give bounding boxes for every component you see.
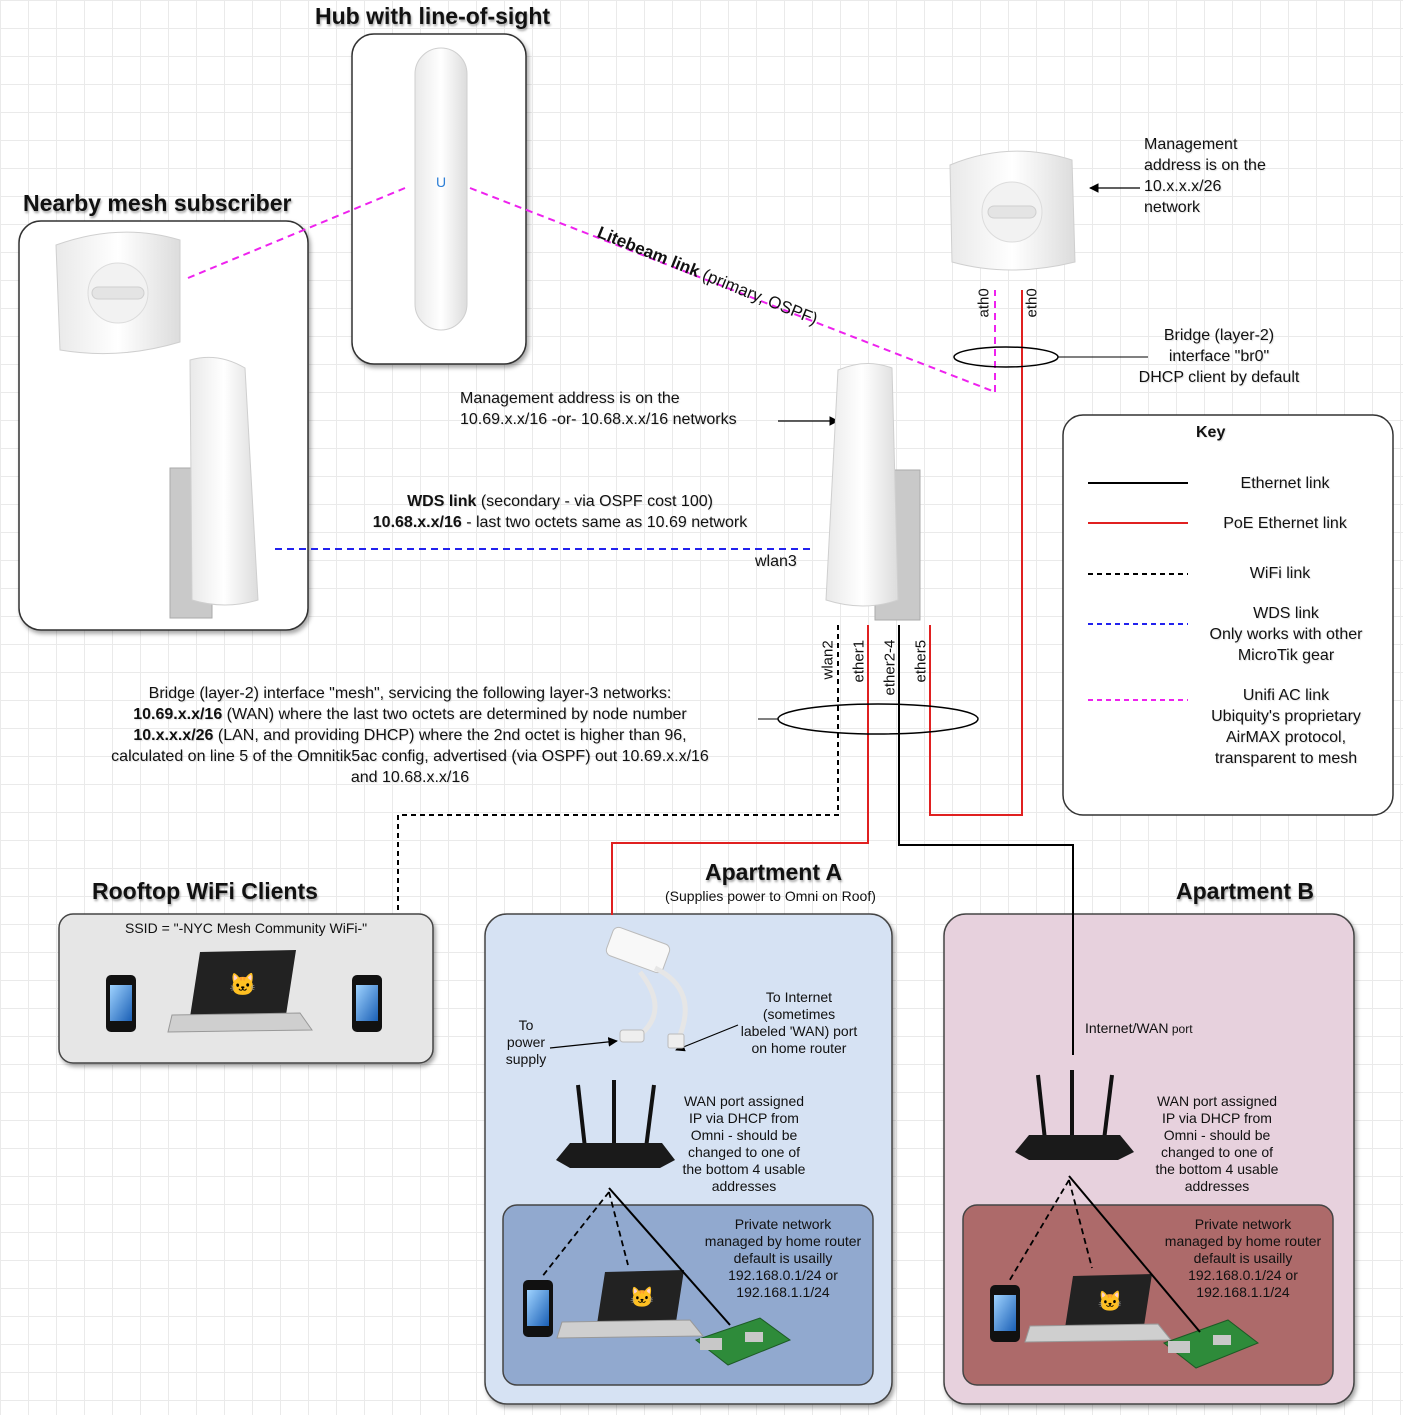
omnitik-device-center <box>825 363 921 621</box>
wlan2-label: wlan2 <box>819 640 837 680</box>
svg-text:🐱: 🐱 <box>630 1286 655 1309</box>
apt-a-subtitle: (Supplies power to Omni on Roof) <box>665 888 876 904</box>
rooftop-ssid: SSID = "-NYC Mesh Community WiFi-" <box>125 920 368 936</box>
unifi-link-hub-nearby <box>187 187 406 279</box>
mesh-ellipse <box>777 703 979 735</box>
raspberry-pi-icon <box>694 1317 792 1366</box>
svg-text:🐱: 🐱 <box>1098 1290 1123 1313</box>
router-icon <box>1015 1070 1134 1160</box>
to-internet-arrow <box>675 1024 739 1052</box>
ath0-label: ath0 <box>975 288 993 318</box>
laptop-icon: 🐱 <box>1024 1274 1173 1343</box>
ethernet-link-apt-b-pi <box>1068 1175 1201 1333</box>
phone-icon <box>106 975 136 1032</box>
phone-icon <box>352 975 382 1032</box>
wifi-link-apt-b-laptop <box>1068 1179 1093 1269</box>
apt-b-internet-wan: Internet/WAN port <box>1085 1020 1193 1036</box>
key-wifi-label: WiFi link <box>1249 565 1311 582</box>
key-poe-label: PoE Ethernet link <box>1223 515 1347 532</box>
hub-title: Hub with line-of-sight <box>315 3 551 29</box>
mesh-bridge-text: Bridge (layer-2) interface "mesh", servi… <box>111 685 709 786</box>
ether5-label: ether5 <box>912 639 930 683</box>
phone-icon <box>990 1285 1020 1342</box>
router-icon <box>556 1080 675 1168</box>
apt-b-title: Apartment B <box>1176 878 1315 904</box>
apt-a-title: Apartment A <box>705 859 843 885</box>
wlan3-label: wlan3 <box>755 553 797 570</box>
raspberry-pi-icon <box>1162 1319 1259 1369</box>
wds-text: WDS link (secondary - via OSPF cost 100)… <box>372 493 748 531</box>
br0-ellipse <box>953 346 1059 368</box>
wifi-link-apt-a-phone <box>540 1191 610 1279</box>
key-box <box>1062 414 1394 816</box>
eth0-poe-link <box>929 290 1023 816</box>
br0-text: Bridge (layer-2)interface "br0"DHCP clie… <box>1138 327 1300 386</box>
ether2-4-label: ether2-4 <box>881 639 899 696</box>
laptop-icon: 🐱 <box>556 1270 705 1339</box>
nearby-title: Nearby mesh subscriber <box>23 190 292 216</box>
laptop-icon: 🐱 <box>167 950 313 1033</box>
ethernet-link-apt-a-pi <box>608 1187 731 1326</box>
litebeam-link <box>469 187 996 393</box>
hub-liteap-device: U <box>414 47 468 331</box>
wlan2-wifi-link <box>397 625 839 913</box>
litebeam-device-right <box>949 150 1076 271</box>
rooftop-title: Rooftop WiFi Clients <box>92 878 318 904</box>
poe-injector-icon <box>605 926 688 1049</box>
ether2-4-ethernet-link <box>898 625 1074 1055</box>
litebeam-device-nearby <box>55 231 181 355</box>
eth0-label: eth0 <box>1023 288 1041 318</box>
phone-icon <box>523 1280 553 1337</box>
ether1-label: ether1 <box>850 639 868 683</box>
omnitik-device-nearby <box>169 356 259 619</box>
wifi-link-apt-a-laptop <box>608 1191 629 1266</box>
svg-text:U: U <box>436 174 446 190</box>
key-ethernet-label: Ethernet link <box>1240 475 1330 492</box>
to-power-arrow <box>549 1037 618 1049</box>
svg-text:🐱: 🐱 <box>229 972 256 997</box>
key-title: Key <box>1196 424 1226 441</box>
